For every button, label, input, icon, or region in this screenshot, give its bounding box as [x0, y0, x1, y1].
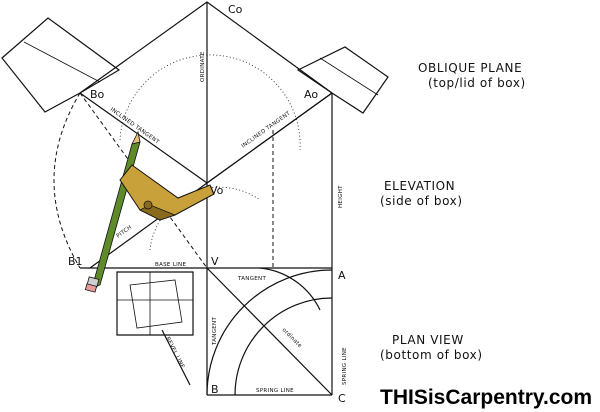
point-a: A: [338, 269, 346, 282]
point-b: B: [211, 383, 219, 396]
point-bo: Bo: [90, 88, 105, 101]
label-spring-line-horizontal: SPRING LINE: [256, 388, 294, 394]
pencil-tip: [131, 130, 141, 145]
caption-plan-sub: (bottom of box): [380, 348, 483, 362]
oblique-right-flap: [296, 46, 389, 114]
elevation-slope: [206, 92, 333, 184]
elevation: [53, 54, 333, 269]
plan-arc-inner: [234, 297, 333, 396]
plan-box-rotated: [129, 279, 183, 329]
label-tangent-horizontal: TANGENT: [237, 276, 266, 282]
ordinate-plan-line: [206, 267, 333, 396]
plan-view: [116, 267, 333, 396]
label-tangent-vertical: TANGENT: [212, 317, 218, 346]
swing-arc-dashed: [53, 92, 81, 269]
label-pitch: PITCH: [116, 225, 134, 240]
oblique-top-edges: [79, 1, 333, 94]
caption-oblique-sub: (top/lid of box): [428, 76, 526, 90]
label-spring-line-vertical: SPRING LINE: [342, 347, 348, 385]
brand-wordmark[interactable]: THISisCarpentry.com: [380, 386, 592, 409]
point-v: V: [211, 255, 219, 268]
pencil-eraser: [84, 283, 98, 293]
plan-arc-outer: [206, 269, 333, 396]
plan-bevel-box: [116, 271, 194, 336]
label-bevel-line: BEVEL LINE: [164, 336, 185, 370]
point-c: C: [338, 392, 346, 405]
caption-oblique-title: OBLIQUE PLANE: [418, 61, 522, 75]
left-flap-crease: [23, 41, 101, 83]
pencil-body: [91, 141, 141, 289]
right-flap-crease: [319, 57, 379, 96]
point-ao: Ao: [304, 88, 318, 101]
square-pivot: [143, 200, 153, 210]
point-b1: B1: [68, 255, 83, 268]
plan-arc-tangent: [259, 267, 321, 311]
caption-elevation-sub: (side of box): [380, 194, 463, 208]
carpenters-square: [119, 164, 215, 221]
label-inclined-tangent-right: INCLINED TANGENT: [241, 110, 292, 149]
oblique-plane: [1, 1, 389, 184]
dotted-arc-lower: [149, 186, 261, 251]
inclined-tangent-left-line: [79, 92, 208, 184]
label-height: HEIGHT: [338, 185, 344, 208]
label-base-line: BASE LINE: [155, 262, 186, 268]
point-vo: Vo: [210, 184, 224, 197]
bevel-line: [161, 329, 191, 386]
caption-plan-title: PLAN VIEW: [392, 333, 464, 347]
caption-elevation-title: ELEVATION: [384, 179, 455, 193]
point-co: Co: [228, 3, 243, 16]
label-ordinate-top: ORDINATE: [200, 51, 206, 82]
